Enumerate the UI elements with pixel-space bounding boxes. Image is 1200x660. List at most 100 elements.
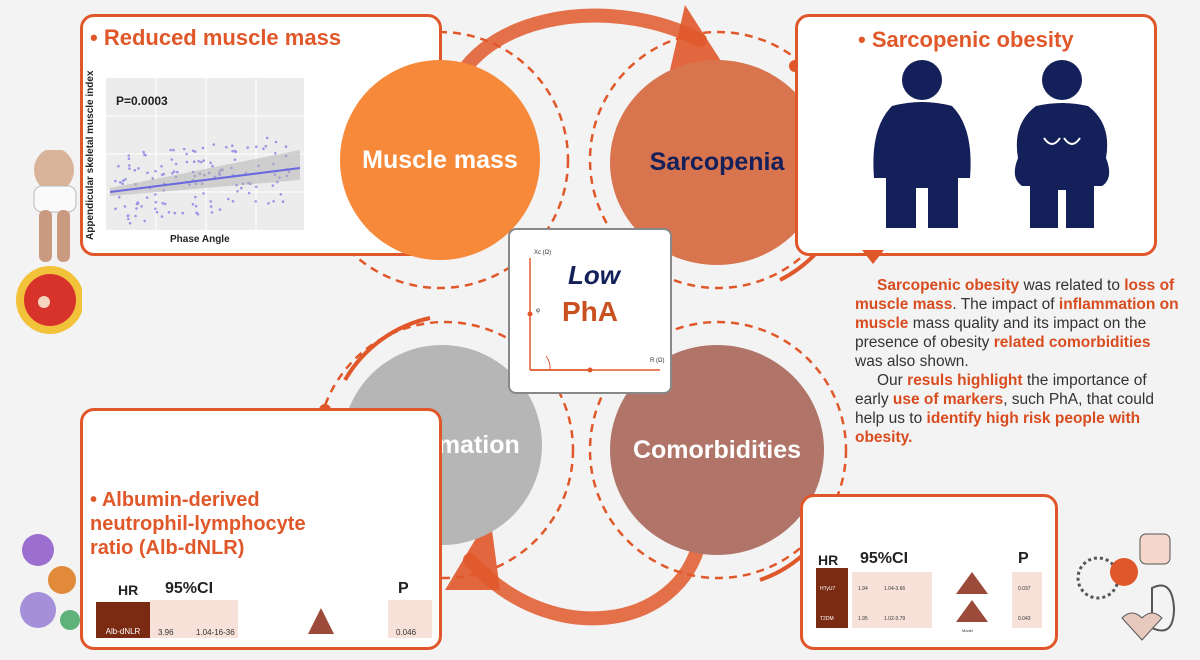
- scatter-point: [176, 170, 179, 174]
- scatter-point: [231, 149, 234, 153]
- br-row2-hr: 1.95: [858, 616, 868, 622]
- br-label-column: [816, 568, 848, 628]
- scatter-point: [191, 203, 195, 206]
- health-illustration-icon: [1076, 533, 1176, 641]
- br-p-header: P: [1018, 550, 1029, 567]
- confidence-band: [110, 150, 300, 196]
- scatter-point: [127, 157, 131, 161]
- scatter-point: [154, 200, 158, 204]
- scatter-point: [145, 196, 149, 199]
- br-row1-label: HTyU7: [820, 586, 836, 592]
- scatter-point: [123, 205, 127, 208]
- scatter-point: [173, 211, 177, 215]
- scatter-plot-area: [106, 78, 304, 230]
- scatter-point: [254, 185, 258, 189]
- scatter-point: [281, 200, 285, 203]
- scatter-point: [154, 207, 157, 210]
- scatter-point: [234, 150, 238, 154]
- caret-down-icon: [862, 250, 884, 264]
- scatter-point: [114, 179, 117, 183]
- scatter-point: [167, 211, 171, 214]
- bl-row-ci: 1.04-16-36: [196, 628, 235, 637]
- albumin-title: • Albumin-derived neutrophil-lymphocyte …: [90, 489, 306, 559]
- bl-p-header: P: [398, 580, 409, 597]
- bl-forest-triangle: [308, 608, 334, 634]
- scatter-point: [182, 147, 186, 151]
- br-row1-p: 0.037: [1018, 586, 1031, 592]
- p-value-label: P=0.0003: [116, 94, 168, 108]
- bl-row-p: 0.046: [396, 628, 417, 637]
- scatter-point: [154, 193, 157, 196]
- scatter-ylabel: Appendicular skeletal muscle index: [85, 70, 96, 240]
- scatter-point: [127, 154, 130, 157]
- scatter-point: [137, 167, 140, 170]
- scatter-point: [136, 201, 139, 204]
- scatter-point: [119, 181, 122, 184]
- pha-box: Xc (Ω) R (Ω) φ Low PhA: [508, 228, 672, 394]
- scatter-point: [209, 200, 212, 203]
- scatter-point: [127, 217, 130, 221]
- pha-axis-x: R (Ω): [650, 358, 665, 364]
- scatter-point: [197, 160, 200, 163]
- scatter-point: [279, 193, 283, 196]
- scatter-point: [218, 208, 222, 211]
- person-silhouette-icon: [873, 60, 971, 228]
- bl-ci-header: 95%CI: [165, 580, 214, 597]
- bl-row-label: Alb-dNLR: [96, 602, 150, 638]
- scatter-point: [161, 201, 164, 205]
- scatter-point: [118, 196, 121, 199]
- scatter-point: [170, 158, 174, 161]
- scatter-point: [271, 184, 275, 187]
- scatter-point: [163, 202, 167, 206]
- scatter-point: [191, 149, 195, 153]
- body-illustration-icon: [16, 150, 82, 334]
- pha-label: PhA: [562, 296, 618, 327]
- scatter-point: [160, 215, 164, 218]
- scatter-point: [236, 190, 239, 193]
- cycle-arrow-bottom: [463, 533, 707, 626]
- scatter-point: [202, 192, 205, 195]
- scatter-point: [185, 152, 188, 156]
- scatter-point: [274, 140, 278, 144]
- immune-cell-illustration-icon: [20, 534, 80, 630]
- scatter-point: [162, 172, 165, 176]
- scatter-point: [231, 199, 235, 203]
- scatter-point: [200, 160, 203, 164]
- scatter-point: [143, 153, 146, 156]
- scatter-point: [143, 219, 146, 223]
- scatter-point: [140, 205, 143, 208]
- br-row1-hr: 1.94: [858, 586, 868, 592]
- bl-hr-header: HR: [118, 582, 139, 598]
- br-row1-ci: 1.04-3.66: [884, 586, 906, 592]
- pha-angle-label: φ: [536, 308, 540, 314]
- comorbidities-ring: [588, 320, 848, 580]
- muscle-mass-title: • Reduced muscle mass: [90, 25, 342, 50]
- scatter-point: [135, 207, 138, 210]
- scatter-point: [264, 144, 268, 148]
- scatter-point: [272, 200, 275, 203]
- scatter-point: [247, 191, 251, 195]
- scatter-point: [246, 146, 249, 149]
- scatter-point: [181, 211, 185, 215]
- br-row2-ci: 1.02-3.79: [884, 616, 906, 622]
- scatter-point: [128, 221, 132, 225]
- br-forest-triangles: [956, 572, 988, 622]
- scatter-point: [225, 145, 228, 149]
- scatter-point: [160, 165, 163, 168]
- scatter-point: [274, 152, 277, 155]
- scatter-point: [174, 162, 178, 166]
- scatter-point: [254, 200, 257, 203]
- scatter-point: [151, 177, 154, 180]
- scatter-point: [114, 207, 117, 210]
- scatter-point: [194, 204, 198, 208]
- inflammation-ring: [315, 320, 575, 580]
- scatter-point: [124, 178, 127, 181]
- scatter-point: [128, 164, 131, 167]
- br-row2-label: T2DM: [820, 616, 834, 622]
- scatter-point: [196, 212, 200, 216]
- sarcopenic-obesity-title: • Sarcopenic obesity: [858, 27, 1074, 52]
- person-silhouette-female-icon: [1014, 60, 1110, 228]
- scatter-point: [133, 169, 137, 172]
- scatter-point: [212, 143, 216, 146]
- scatter-point: [209, 205, 213, 208]
